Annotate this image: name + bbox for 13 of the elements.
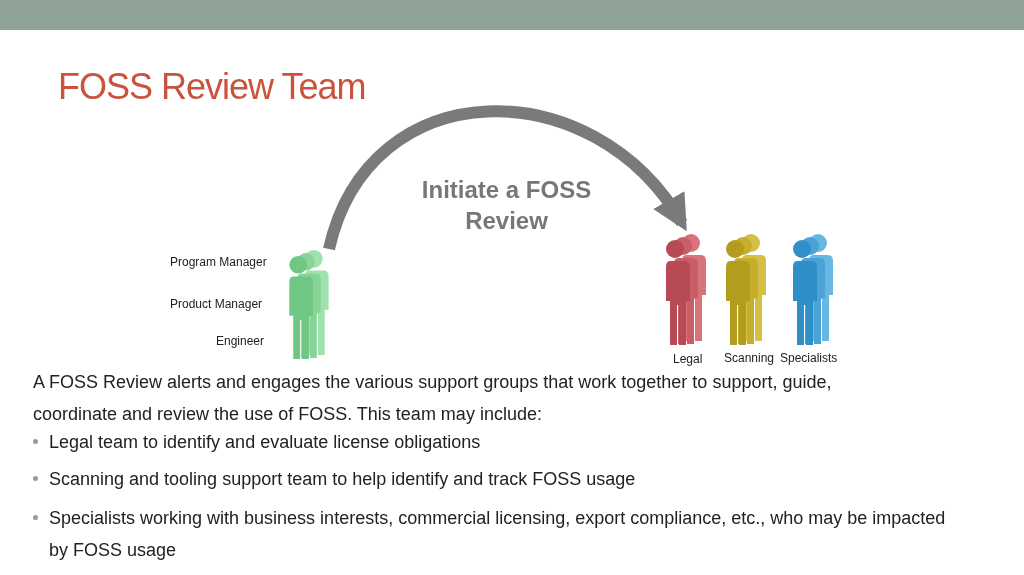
role-label: Specialists: [780, 351, 838, 365]
slide-title: FOSS Review Team: [58, 66, 366, 108]
bullet-item: Legal team to identify and evaluate license obligations: [33, 426, 963, 458]
role-label: Engineer: [216, 334, 265, 348]
curved-arrow: [323, 105, 688, 251]
bullet-item: Scanning and tooling support team to help identify and track FOSS usage: [33, 463, 963, 495]
paragraph: A FOSS Review alerts and engages the various support groups that work together to support, guide, coordinate and review the use of FOSS. This team may include:: [33, 371, 833, 426]
role-label: Program Manager: [170, 255, 267, 269]
role-label: Scanning: [724, 351, 775, 365]
bullet-item: Specialists working with business interests, commercial licensing, export compliance, etc., who may be impacted by FOSS usage: [33, 502, 963, 566]
edge-label: Initiate a FOSS Review: [420, 175, 593, 236]
role-label: Legal: [673, 352, 703, 366]
role-label: Product Manager: [170, 297, 263, 311]
